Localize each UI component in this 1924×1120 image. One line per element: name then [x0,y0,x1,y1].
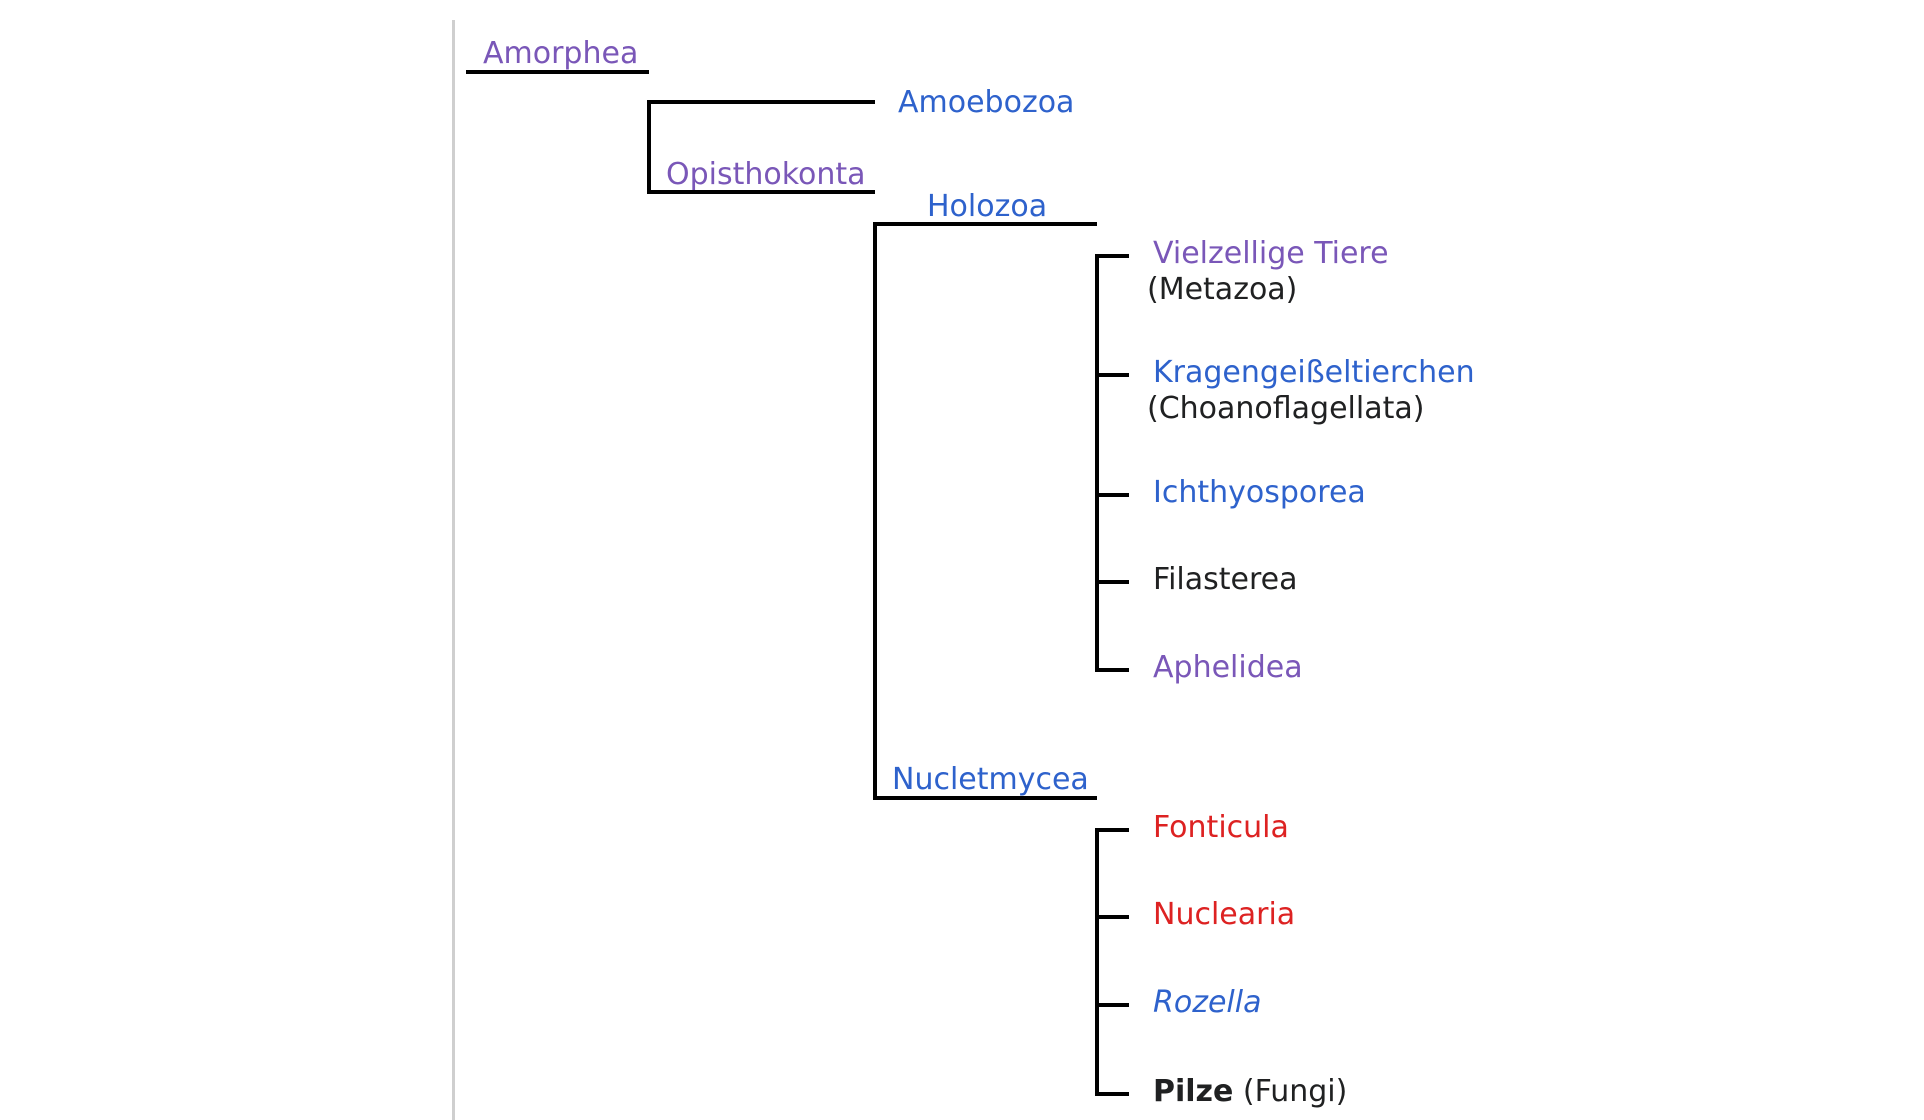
taxon-link-nuclearia[interactable]: Nuclearia [1153,897,1296,932]
branch-opisthokonta-split [873,222,877,800]
left-gutter-rule [452,20,455,1120]
taxon-link-holozoa[interactable]: Holozoa [927,189,1048,224]
branch-fonticula [1095,828,1129,832]
branch-amoebozoa [647,100,875,104]
branch-choanoflagellata [1095,373,1129,377]
taxon-link-metazoa[interactable]: Vielzellige Tiere [1153,236,1389,271]
leaf-fungi: Pilze (Fungi) [1153,1074,1347,1110]
branch-holozoa-split [1095,254,1099,672]
leaf-metazoa: Vielzellige Tiere (Metazoa) [1147,236,1389,308]
branch-nuclearia [1095,915,1129,919]
branch-fungi [1095,1092,1129,1096]
branch-nucletmycea [873,796,1097,800]
branch-filasterea [1095,580,1129,584]
branch-amorphea-split [647,100,651,194]
taxon-link-amoebozoa[interactable]: Amoebozoa [898,85,1075,120]
taxon-link-rozella[interactable]: Rozella [1153,985,1262,1020]
branch-nucletmycea-split [1095,828,1099,1096]
branch-rozella [1095,1003,1129,1007]
branch-aphelidea [1095,668,1129,672]
taxon-link-amorphea[interactable]: Amorphea [483,36,639,71]
taxon-filasterea: Filasterea [1153,562,1298,597]
branch-amorphea [466,70,649,74]
taxon-link-nucletmycea[interactable]: Nucletmycea [892,762,1089,797]
scientific-name-choanoflagellata: (Choanoflagellata) [1147,391,1425,426]
leaf-choanoflagellata: Kragengeißeltierchen (Choanoflagellata) [1147,355,1475,427]
taxon-link-fonticula[interactable]: Fonticula [1153,810,1289,845]
branch-holozoa [873,222,1097,226]
taxon-fungi: Pilze [1153,1074,1234,1109]
branch-ichthyosporea [1095,493,1129,497]
branch-opisthokonta [647,190,875,194]
taxon-link-ichthyosporea[interactable]: Ichthyosporea [1153,475,1366,510]
taxon-link-aphelidea[interactable]: Aphelidea [1153,650,1303,685]
scientific-name-metazoa: (Metazoa) [1147,272,1298,307]
taxon-link-choanoflagellata[interactable]: Kragengeißeltierchen [1153,355,1475,390]
branch-metazoa [1095,254,1129,258]
taxon-link-opisthokonta[interactable]: Opisthokonta [666,157,866,192]
scientific-name-fungi: (Fungi) [1242,1074,1348,1109]
